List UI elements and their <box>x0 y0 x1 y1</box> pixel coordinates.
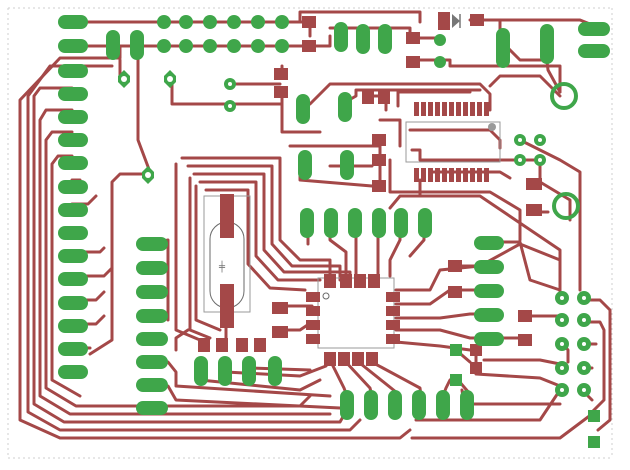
through-hole-pads <box>58 15 610 448</box>
isp-header <box>555 291 591 397</box>
bottom-header <box>340 390 474 420</box>
mounting-hole <box>552 192 580 220</box>
qfp-pin1-marker <box>322 292 330 300</box>
smd-pads <box>198 14 542 374</box>
crystal-oscillator-symbol: ╪ <box>218 260 226 273</box>
diode-symbol <box>438 12 461 30</box>
top-header-row2 <box>157 39 289 53</box>
pin1-marker <box>488 123 496 131</box>
qfp-ic <box>306 274 400 366</box>
left-header <box>58 64 88 379</box>
copper-traces <box>18 10 612 440</box>
programming-header <box>300 208 432 238</box>
right-header <box>474 236 504 346</box>
soic-chip-pads-bottom <box>414 168 489 182</box>
soic-chip-pads-top <box>414 102 489 116</box>
left-inner-header <box>136 237 168 415</box>
board-outline <box>7 7 613 459</box>
top-header-row1 <box>157 15 289 29</box>
mounting-hole <box>550 82 578 110</box>
